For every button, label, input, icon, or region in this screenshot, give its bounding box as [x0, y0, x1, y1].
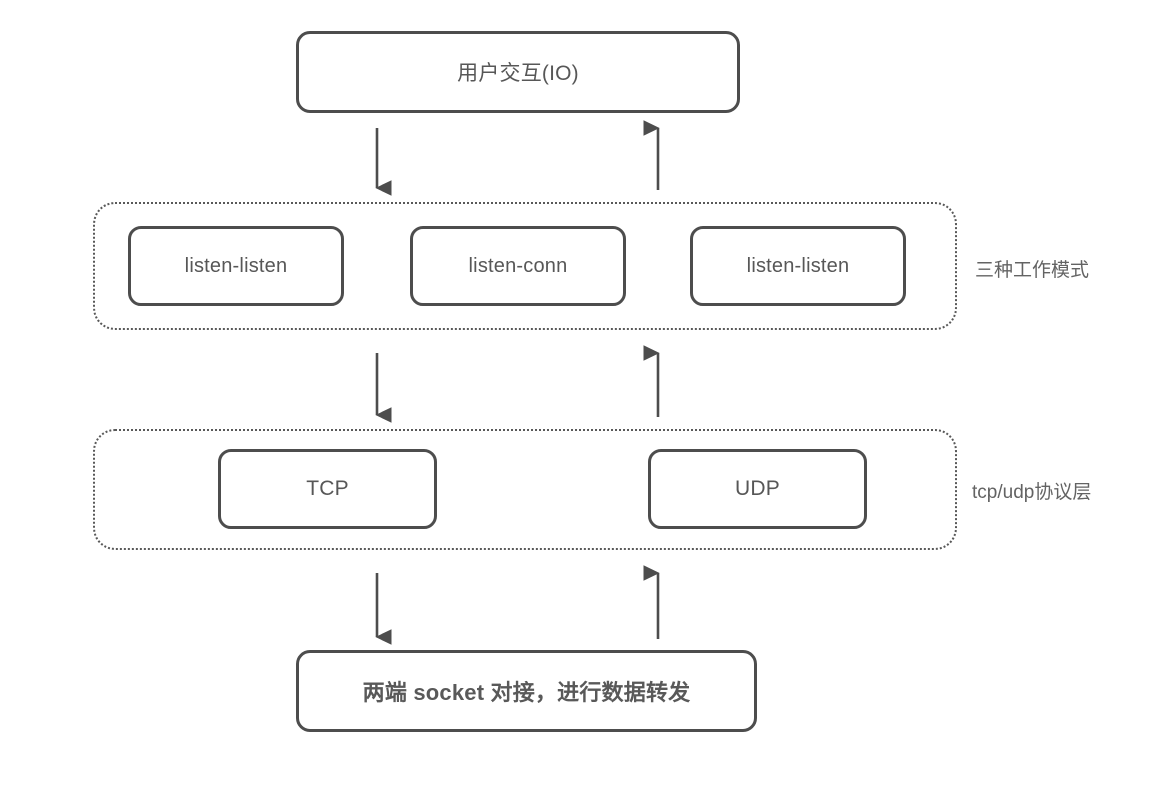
- group-protocol-layer: [93, 429, 957, 550]
- node-mode-listen-listen-1-label: listen-listen: [184, 254, 288, 277]
- node-socket-forwarding-label: 两端 socket 对接，进行数据转发: [362, 680, 691, 705]
- node-mode-listen-conn-label: listen-conn: [468, 254, 568, 277]
- group-label-working-modes: 三种工作模式: [975, 260, 1090, 281]
- node-protocol-udp-label: UDP: [735, 477, 780, 500]
- node-user-interaction-io[interactable]: 用户交互(IO): [296, 31, 740, 113]
- node-protocol-tcp[interactable]: TCP: [218, 449, 437, 529]
- group-working-modes: [93, 202, 957, 330]
- node-protocol-tcp-label: TCP: [306, 477, 349, 500]
- node-socket-forwarding[interactable]: 两端 socket 对接，进行数据转发: [296, 650, 757, 732]
- group-label-protocol-layer: tcp/udp协议层: [972, 482, 1092, 503]
- node-mode-listen-listen-2[interactable]: listen-listen: [690, 226, 906, 306]
- node-mode-listen-conn[interactable]: listen-conn: [410, 226, 626, 306]
- node-protocol-udp[interactable]: UDP: [648, 449, 867, 529]
- node-mode-listen-listen-2-label: listen-listen: [746, 254, 850, 277]
- node-mode-listen-listen-1[interactable]: listen-listen: [128, 226, 344, 306]
- node-user-interaction-io-label: 用户交互(IO): [457, 62, 579, 85]
